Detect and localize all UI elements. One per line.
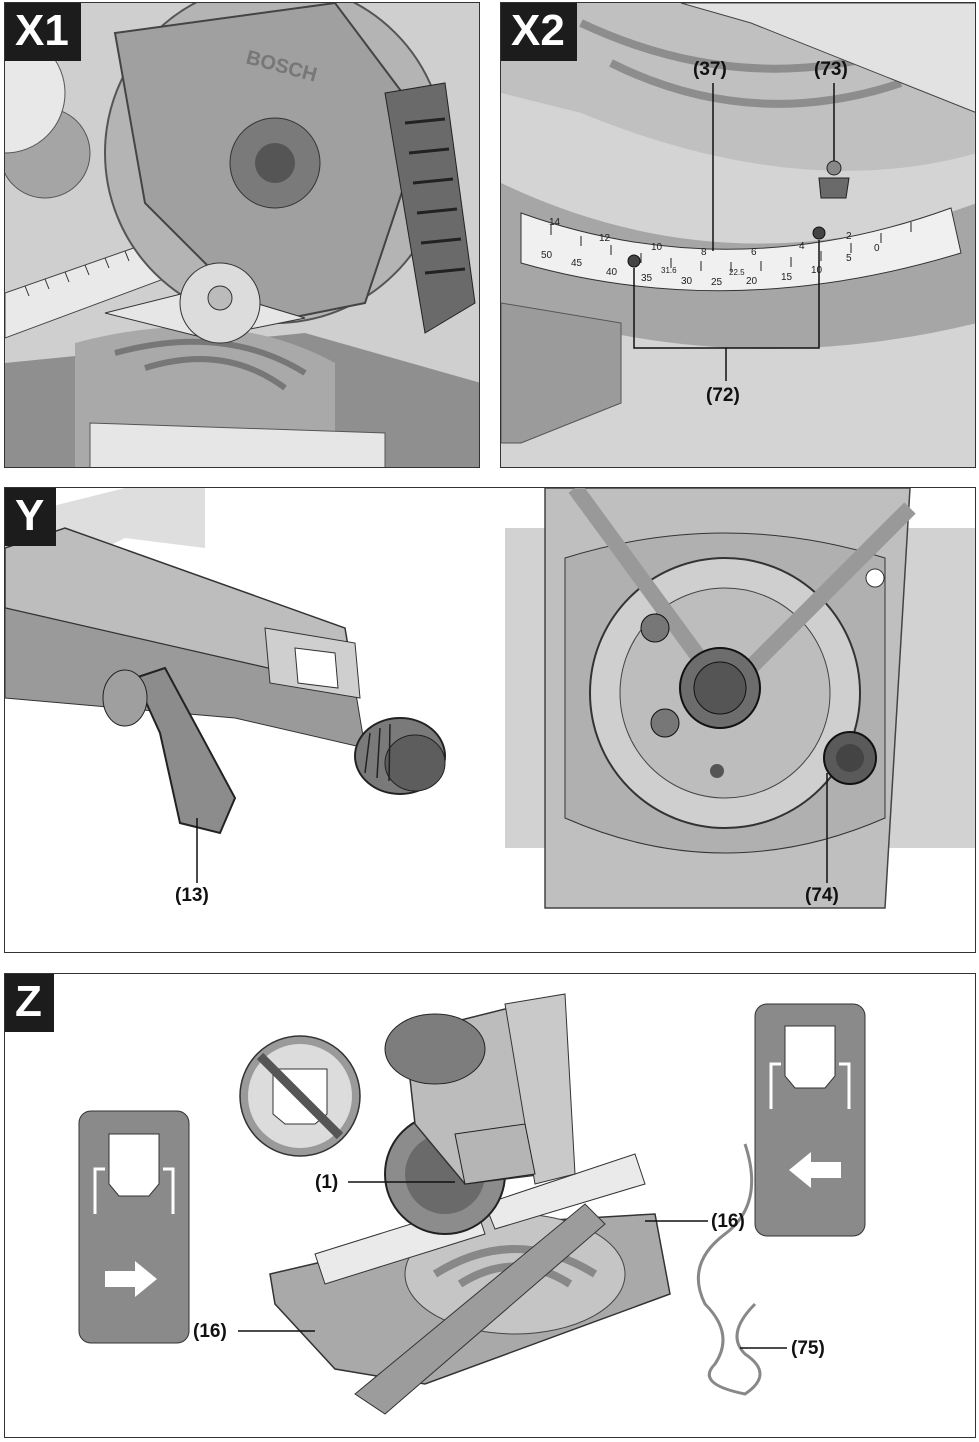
panel-z: Z	[4, 973, 976, 1438]
z-leader-lines	[238, 1181, 787, 1349]
x2-tick-bottom-9: 15	[781, 272, 793, 283]
callout-37: (37)	[693, 59, 727, 80]
callout-72: (72)	[706, 385, 740, 406]
y-illustration	[5, 488, 975, 909]
panel-tag-y: Y	[5, 488, 57, 546]
x2-tick-bottom-10: 10	[811, 265, 823, 276]
x2-tick-top-3: 8	[701, 247, 707, 258]
x2-tick-bottom-0: 50	[541, 250, 553, 261]
y-leader-lines	[196, 773, 828, 883]
panel-y: Y (1	[4, 487, 976, 953]
panel-x1: X1 BOSCH	[4, 2, 480, 468]
panel-x2: X2 14 12 10 8 6 4 2	[500, 2, 976, 468]
hand-prohibited-icon	[239, 1035, 361, 1157]
x2-tick-top-2: 10	[651, 242, 663, 253]
panel-tag-z: Z	[5, 974, 54, 1032]
x2-tick-bottom-12: 0	[874, 243, 880, 254]
callout-74: (74)	[805, 885, 839, 906]
cable-75	[696, 1143, 762, 1396]
x2-tick-bottom-11: 5	[846, 253, 852, 264]
x2-tick-bottom-6: 25	[711, 277, 723, 288]
panel-tag-x1: X1	[5, 3, 81, 61]
z-illustration	[78, 993, 866, 1415]
x2-tick-bottom-2: 40	[606, 267, 618, 278]
x2-illustration: 14 12 10 8 6 4 2 50 45 40 35 31.6 30 25 …	[501, 3, 975, 467]
x2-tick-top-6: 2	[846, 231, 852, 242]
callout-16-right: (16)	[711, 1211, 745, 1232]
hand-arrow-right-icon	[78, 1110, 190, 1344]
callout-73: (73)	[814, 59, 848, 80]
x2-tick-bottom-3: 35	[641, 273, 653, 284]
x2-tick-bottom-8: 20	[746, 276, 758, 287]
hand-arrow-left-icon	[754, 1003, 866, 1237]
x1-illustration: BOSCH	[5, 3, 479, 467]
x2-tick-bottom-5: 30	[681, 276, 693, 287]
panel-tag-x2: X2	[501, 3, 577, 61]
x2-tick-bottom-1: 45	[571, 258, 583, 269]
callout-1: (1)	[315, 1172, 339, 1193]
x2-tick-top-4: 6	[751, 247, 757, 258]
x2-scale-top-labels: 14 12 10 8 6 4 2	[549, 217, 852, 258]
x2-tick-bottom-4: 31.6	[661, 266, 677, 275]
callout-16-left: (16)	[193, 1321, 227, 1342]
x2-tick-top-5: 4	[799, 241, 805, 252]
miter-saw-illustration	[269, 993, 671, 1415]
x2-tick-top-0: 14	[549, 217, 561, 228]
x2-leader-lines	[633, 83, 835, 381]
x2-tick-bottom-7: 22.5	[729, 268, 745, 277]
x2-tick-top-1: 12	[599, 233, 611, 244]
x2-scale-bottom-labels: 50 45 40 35 31.6 30 25 22.5 20 15 10 5 0	[541, 243, 880, 288]
callout-13: (13)	[175, 885, 209, 906]
callout-75: (75)	[791, 1338, 825, 1359]
